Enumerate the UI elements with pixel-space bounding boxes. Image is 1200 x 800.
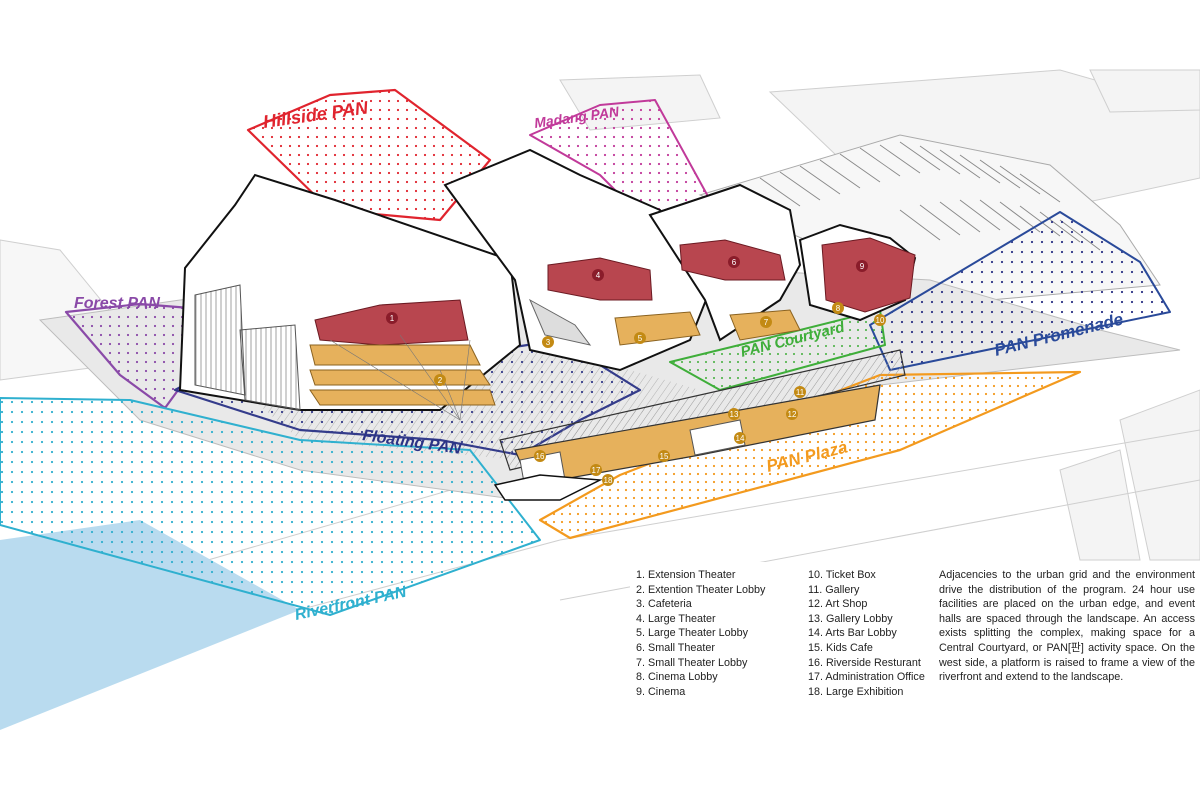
list-item: 14. Arts Bar Lobby: [808, 627, 897, 640]
marker-6: 6: [728, 256, 740, 268]
zone-courtyard: [669, 309, 886, 391]
marker-17: 17: [590, 464, 602, 476]
building-extension-theater: [178, 173, 522, 421]
program-list-column-2: 10. Ticket Box 11. Gallery 12. Art Shop …: [808, 568, 925, 699]
svg-text:12: 12: [788, 410, 797, 419]
svg-text:2: 2: [438, 376, 443, 385]
marker-18: 18: [602, 474, 614, 486]
building-cinema: [798, 223, 917, 322]
svg-text:9: 9: [860, 262, 865, 271]
label-forest: Forest PAN: [74, 295, 160, 312]
svg-text:18: 18: [604, 476, 613, 485]
list-item: 13. Gallery Lobby: [808, 612, 893, 625]
list-item: 8. Cinema Lobby: [636, 671, 718, 684]
svg-text:4: 4: [596, 271, 601, 280]
svg-text:8: 8: [836, 304, 841, 313]
marker-15: 15: [658, 450, 670, 462]
list-item: 11. Gallery: [808, 583, 860, 596]
marker-1: 1: [386, 312, 398, 324]
svg-text:15: 15: [660, 452, 669, 461]
list-item: 18. Large Exhibition: [808, 685, 904, 698]
marker-3: 3: [542, 336, 554, 348]
list-item: 6. Small Theater: [636, 641, 716, 654]
program-list-column-1: 1. Extension Theater 2. Extention Theate…: [636, 568, 765, 699]
svg-text:6: 6: [732, 258, 737, 267]
svg-text:11: 11: [796, 388, 805, 397]
list-item: 15. Kids Cafe: [808, 641, 873, 654]
svg-text:16: 16: [536, 452, 545, 461]
list-item: 9. Cinema: [636, 685, 686, 698]
list-item: 12. Art Shop: [808, 598, 868, 611]
program-legend: 1. Extension Theater 2. Extention Theate…: [630, 562, 1200, 712]
zone-plaza: [538, 370, 1082, 540]
program-markers: 1 2 3 4 5 6 7 8 9 10 11 12 13 14 15 16 1…: [386, 256, 886, 486]
svg-text:7: 7: [764, 318, 769, 327]
marker-12: 12: [786, 408, 798, 420]
marker-10: 10: [874, 314, 886, 326]
svg-text:3: 3: [546, 338, 551, 347]
marker-4: 4: [592, 269, 604, 281]
svg-text:10: 10: [876, 316, 885, 325]
marker-7: 7: [760, 316, 772, 328]
svg-text:13: 13: [730, 410, 739, 419]
description-paragraph: Adjacencies to the urban grid and the en…: [939, 569, 1195, 684]
marker-9: 9: [856, 260, 868, 272]
marker-13: 13: [728, 408, 740, 420]
list-item: 5. Large Theater Lobby: [636, 627, 749, 640]
list-item: 7. Small Theater Lobby: [636, 656, 748, 669]
svg-text:5: 5: [638, 334, 643, 343]
list-item: 10. Ticket Box: [808, 569, 876, 581]
marker-11: 11: [794, 386, 806, 398]
marker-8: 8: [832, 302, 844, 314]
list-item: 4. Large Theater: [636, 612, 716, 625]
marker-16: 16: [534, 450, 546, 462]
list-item: 16. Riverside Resturant: [808, 656, 921, 669]
list-item: 17. Administration Office: [808, 671, 925, 684]
marker-2: 2: [434, 374, 446, 386]
list-item: 2. Extention Theater Lobby: [636, 583, 766, 596]
marker-5: 5: [634, 332, 646, 344]
svg-text:1: 1: [390, 314, 395, 323]
list-item: 3. Cafeteria: [636, 598, 692, 611]
list-item: 1. Extension Theater: [636, 569, 736, 581]
svg-text:17: 17: [592, 466, 601, 475]
svg-text:14: 14: [736, 434, 745, 443]
marker-14: 14: [734, 432, 746, 444]
